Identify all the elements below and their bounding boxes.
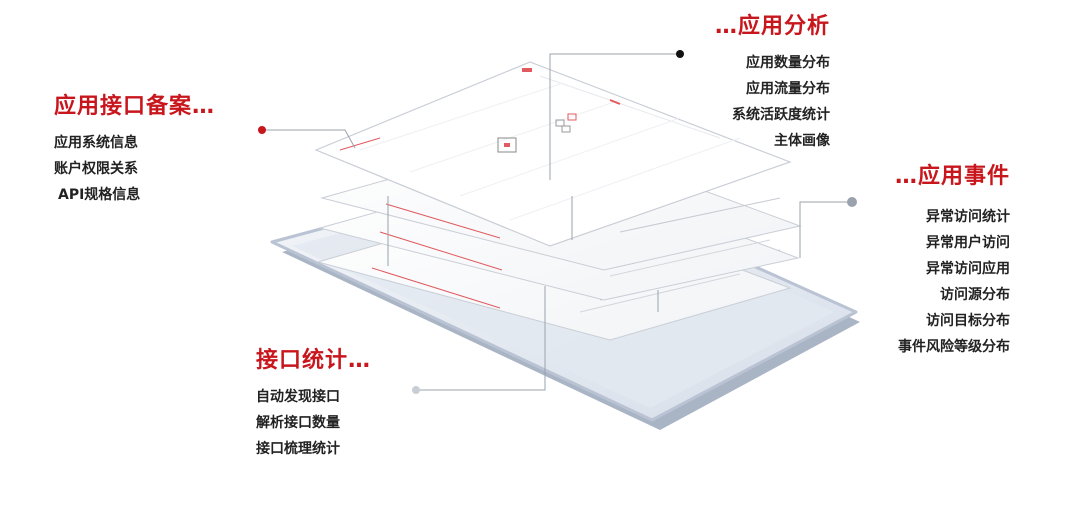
list-item: 异常访问应用 [926, 261, 1010, 277]
list-item: 事件风险等级分布 [898, 339, 1010, 355]
section-title-app-events: …应用事件 [894, 164, 1010, 189]
list-item: 异常访问统计 [926, 209, 1010, 225]
list-item: 访问源分布 [940, 287, 1010, 303]
section-app-analysis: …应用分析 应用数量分布 应用流量分布 系统活跃度统计 主体画像 [690, 8, 830, 154]
leader-dot-api-registry [258, 126, 266, 134]
list-item: 访问目标分布 [926, 313, 1010, 329]
list-item: 应用数量分布 [746, 55, 830, 71]
leader-line-app-analysis [549, 53, 680, 180]
section-title-app-analysis: …应用分析 [714, 14, 830, 39]
list-item: 账户权限关系 [54, 161, 138, 177]
list-item: API规格信息 [58, 187, 141, 203]
section-api-registry: 应用接口备案… 应用系统信息 账户权限关系 API规格信息 [54, 88, 254, 208]
section-api-stats: 接口统计… 自动发现接口 解析接口数量 接口梳理统计 [256, 342, 416, 462]
leader-line-api-registry [262, 129, 356, 149]
app-analysis-list: 应用数量分布 应用流量分布 系统活跃度统计 主体画像 [690, 50, 830, 154]
app-events-list: 异常访问统计 异常用户访问 异常访问应用 访问源分布 访问目标分布 事件风险等级… [860, 204, 1010, 360]
leader-dot-app-events [847, 197, 857, 207]
list-item: 解析接口数量 [256, 415, 340, 431]
list-item: 系统活跃度统计 [732, 107, 830, 123]
leader-dot-app-analysis [676, 50, 684, 58]
list-item: 应用流量分布 [746, 81, 830, 97]
section-app-events: …应用事件 异常访问统计 异常用户访问 异常访问应用 访问源分布 访问目标分布 … [860, 158, 1010, 360]
list-item: 接口梳理统计 [256, 441, 340, 457]
api-stats-list: 自动发现接口 解析接口数量 接口梳理统计 [256, 384, 416, 462]
ui-layer-top [314, 61, 792, 247]
list-item: 主体画像 [774, 133, 830, 149]
leader-line-app-events [799, 201, 852, 258]
list-item: 异常用户访问 [926, 235, 1010, 251]
list-item: 自动发现接口 [256, 389, 340, 405]
leader-line-api-stats [416, 286, 546, 391]
leader-dot-api-stats [412, 386, 420, 394]
list-item: 应用系统信息 [54, 135, 138, 151]
api-registry-list: 应用系统信息 账户权限关系 API规格信息 [54, 130, 254, 208]
section-title-api-registry: 应用接口备案… [54, 94, 216, 119]
section-title-api-stats: 接口统计… [256, 348, 372, 373]
leader-lines [262, 53, 852, 391]
